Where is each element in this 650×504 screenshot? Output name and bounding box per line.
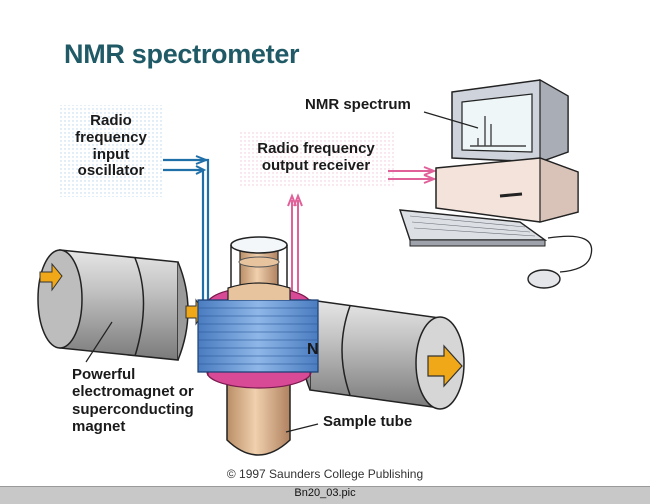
spectrum-label: NMR spectrum: [305, 96, 411, 113]
diagram-title: NMR spectrometer: [64, 39, 300, 69]
input-wires: [163, 155, 210, 300]
mouse: [527, 269, 561, 289]
output-wires: [287, 166, 437, 292]
sample-tube-label: Sample tube: [323, 413, 413, 430]
left-magnet: [37, 249, 205, 361]
north-pole-label: N: [307, 341, 319, 358]
receiver-label: Radio frequency output receiver: [257, 140, 375, 175]
oscillator-label-box: [60, 105, 163, 197]
field-arrow-icon: [427, 344, 463, 388]
footer-bar: [0, 486, 650, 504]
spectrum-peaks: [470, 116, 526, 147]
computer: [398, 78, 593, 289]
spectrum-screen: [461, 93, 533, 153]
receiver-label-box: [238, 130, 394, 188]
filename-label: Bn20_03.pic: [294, 487, 356, 499]
magnet-label: Powerful electromagnet or superconductin…: [72, 366, 194, 435]
tube-pointer: [285, 423, 319, 433]
blue-coil: [197, 282, 319, 373]
oscillator-label: Radio frequency input oscillator: [75, 112, 147, 180]
magnet-pointer: [85, 321, 113, 363]
copyright-text: © 1997 Saunders College Publishing: [226, 467, 424, 481]
right-magnet: [300, 299, 465, 410]
spectrum-pointer: [423, 111, 479, 129]
